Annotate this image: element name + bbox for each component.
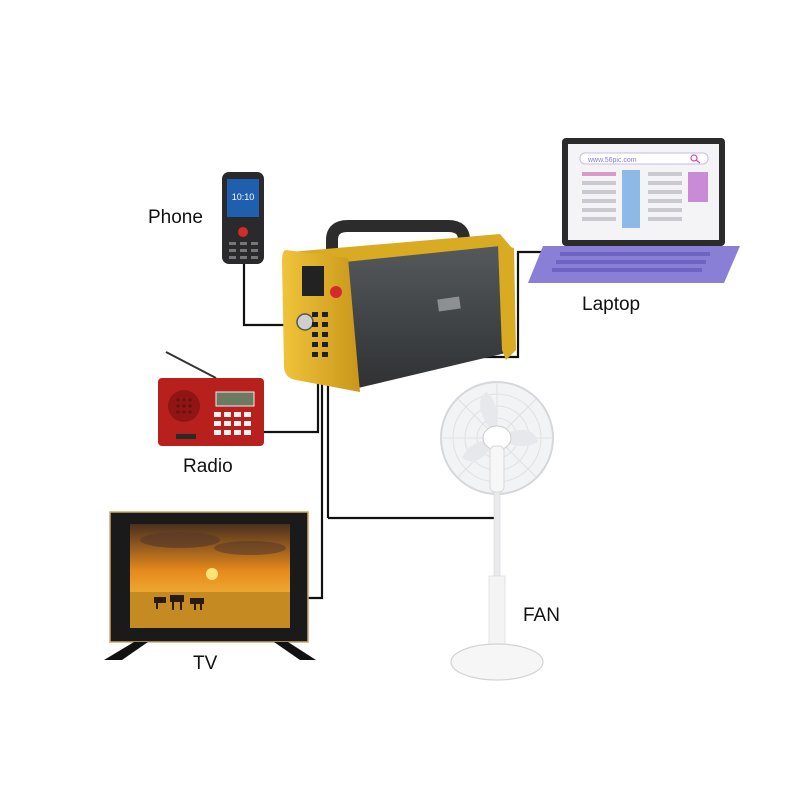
station-display [302,266,324,296]
power-button [330,286,342,298]
fan-label: FAN [523,605,560,626]
fan-base [450,643,544,681]
phone-label: Phone [148,207,203,228]
tv-sun [206,568,218,580]
station-right-cap [498,244,516,360]
tv-device [104,511,316,660]
fan-device [440,381,554,681]
radio-antenna [165,351,217,379]
wire-tv [308,345,324,600]
radio-label: Radio [183,456,233,477]
laptop-device: www.56pic.com [528,138,740,283]
laptop-url: www.56pic.com [587,157,637,164]
power-station [282,220,516,392]
station-ports [312,312,328,357]
laptop-base [528,246,740,283]
ac-socket [296,313,314,331]
tv-stand-right [274,642,316,660]
station-logo [437,296,461,312]
radio-display [215,391,255,407]
search-icon [690,154,701,164]
fan-pole-upper [493,491,501,577]
carry-handle [326,220,470,258]
fan-pole-lower [488,575,506,649]
tv-label: TV [193,653,218,674]
station-front [282,250,360,392]
tv-stand-left [104,642,148,660]
fan-motor [489,445,505,493]
station-panel [345,246,510,388]
radio-device [158,351,264,446]
phone-clock: 10:10 [232,192,255,202]
phone-screen [227,179,259,217]
phone-device: 10:10 [222,172,264,264]
laptop-label: Laptop [582,294,641,315]
